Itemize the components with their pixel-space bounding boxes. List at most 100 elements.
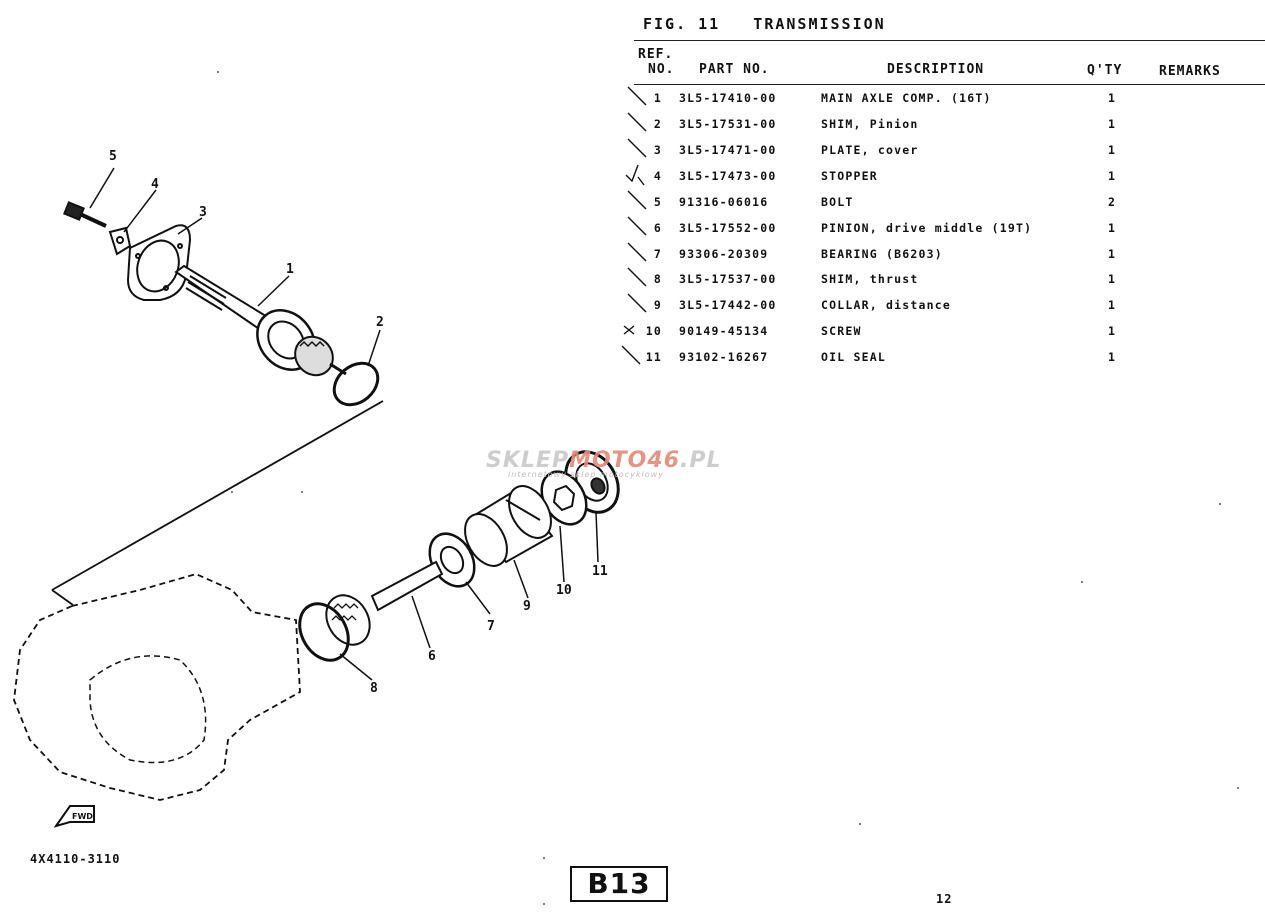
part-number: 3L5-17473-00 <box>679 169 777 183</box>
check-mark-icon <box>627 86 647 106</box>
header-remarks: REMARKS <box>1159 64 1221 79</box>
figure-title: FIG. 11 TRANSMISSION <box>643 15 886 33</box>
check-mark-icon <box>621 345 641 365</box>
part-number: 3L5-17471-00 <box>679 143 777 157</box>
callout-7: 7 <box>487 619 495 634</box>
check-mark-icon <box>627 112 647 132</box>
bolt-part-5 <box>63 201 107 228</box>
part-number: 3L5-17537-00 <box>679 272 777 286</box>
ref-number: 7 <box>653 247 662 261</box>
shim-pinion-part-2 <box>332 361 380 407</box>
part-number: 3L5-17531-00 <box>679 117 777 131</box>
callout-2: 2 <box>376 315 384 330</box>
part-description: BEARING (B6203) <box>821 247 943 261</box>
quantity: 1 <box>1107 247 1117 261</box>
check-mark-icon <box>627 138 647 158</box>
drawing-code: 4X4110-3110 <box>30 852 121 866</box>
ref-number: 11 <box>645 350 662 364</box>
table-row: 11 93102-16267 OIL SEAL 1 <box>0 345 1265 376</box>
table-row: 6 3L5-17552-00 PINION, drive middle (19T) 1 <box>0 216 1265 247</box>
part-description: PLATE, cover <box>821 143 919 157</box>
header-description: DESCRIPTION <box>887 62 985 77</box>
callout-10: 10 <box>556 583 572 598</box>
table-row: 3 3L5-17471-00 PLATE, cover 1 <box>0 138 1265 169</box>
ref-number: 10 <box>645 324 662 338</box>
ref-number: 4 <box>653 169 662 183</box>
part-number: 91316-06016 <box>679 195 769 209</box>
callout-4: 4 <box>151 177 159 192</box>
callout-5: 5 <box>109 149 117 164</box>
callout-8: 8 <box>370 681 378 696</box>
watermark: SKLEPMOTO46.PL <box>486 448 722 473</box>
part-number: 93102-16267 <box>679 350 769 364</box>
fwd-label: FWD <box>72 812 93 821</box>
ref-number: 9 <box>653 298 662 312</box>
engine-case-outline <box>13 573 301 801</box>
part-description: MAIN AXLE COMP. (16T) <box>821 91 992 105</box>
part-number: 93306-20309 <box>679 247 769 261</box>
check-mark-icon <box>627 216 647 236</box>
check-mark-icon <box>625 164 645 186</box>
part-description: SCREW <box>821 324 862 338</box>
callout-6: 6 <box>428 649 436 664</box>
part-description: STOPPER <box>821 169 878 183</box>
table-row: 8 3L5-17537-00 SHIM, thrust 1 <box>0 267 1265 298</box>
pinion-drive-part-6 <box>325 560 444 646</box>
part-description: BOLT <box>821 195 854 209</box>
check-mark-icon <box>627 242 647 262</box>
page-number: 12 <box>936 892 953 906</box>
header-qty: Q'TY <box>1087 63 1123 78</box>
quantity: 1 <box>1107 324 1117 338</box>
watermark-subtitle: internetowy sklep motocyklowy <box>508 470 664 479</box>
quantity: 1 <box>1107 169 1117 183</box>
table-row: 10 90149-45134 SCREW 1 <box>0 324 1265 350</box>
callout-9: 9 <box>523 599 531 614</box>
part-description: OIL SEAL <box>821 350 886 364</box>
ref-number: 2 <box>653 117 662 131</box>
part-description: PINION, drive middle (19T) <box>821 221 1033 235</box>
table-row: 5 91316-06016 BOLT 2 <box>0 190 1265 221</box>
ref-number: 1 <box>653 91 662 105</box>
part-description: SHIM, Pinion <box>821 117 919 131</box>
quantity: 1 <box>1107 143 1117 157</box>
page-section-label: B13 <box>570 866 668 902</box>
part-description: SHIM, thrust <box>821 272 919 286</box>
plate-cover-part-3 <box>126 224 192 301</box>
callout-11: 11 <box>592 564 608 579</box>
part-number: 3L5-17552-00 <box>679 221 777 235</box>
quantity: 1 <box>1107 272 1117 286</box>
table-row: 4 3L5-17473-00 STOPPER 1 <box>0 164 1265 195</box>
header-ref: REF. <box>638 47 674 62</box>
quantity: 1 <box>1107 350 1117 364</box>
ref-number: 6 <box>653 221 662 235</box>
check-mark-icon <box>627 293 647 313</box>
header-part-no: PART NO. <box>699 62 770 77</box>
collar-distance-part-9 <box>464 485 554 567</box>
check-mark-icon <box>627 190 647 210</box>
callout-3: 3 <box>199 205 207 220</box>
part-number: 3L5-17442-00 <box>679 298 777 312</box>
shim-thrust-part-8 <box>298 602 350 662</box>
fwd-arrow-icon: FWD <box>53 805 95 828</box>
part-description: COLLAR, distance <box>821 298 951 312</box>
table-row: 2 3L5-17531-00 SHIM, Pinion 1 <box>0 112 1265 143</box>
header-rule-bottom <box>634 84 1265 85</box>
quantity: 1 <box>1107 117 1117 131</box>
quantity: 1 <box>1107 91 1117 105</box>
ref-number: 5 <box>653 195 662 209</box>
ref-number: 8 <box>653 272 662 286</box>
cross-mark-icon <box>623 325 635 335</box>
quantity: 2 <box>1107 195 1117 209</box>
ref-number: 3 <box>653 143 662 157</box>
stopper-part-4 <box>108 226 132 256</box>
table-row: 7 93306-20309 BEARING (B6203) 1 <box>0 242 1265 273</box>
callout-1: 1 <box>286 262 294 277</box>
check-mark-icon <box>627 267 647 287</box>
header-rule-top <box>634 40 1265 41</box>
quantity: 1 <box>1107 221 1117 235</box>
part-number: 90149-45134 <box>679 324 769 338</box>
header-no: NO. <box>648 62 675 77</box>
